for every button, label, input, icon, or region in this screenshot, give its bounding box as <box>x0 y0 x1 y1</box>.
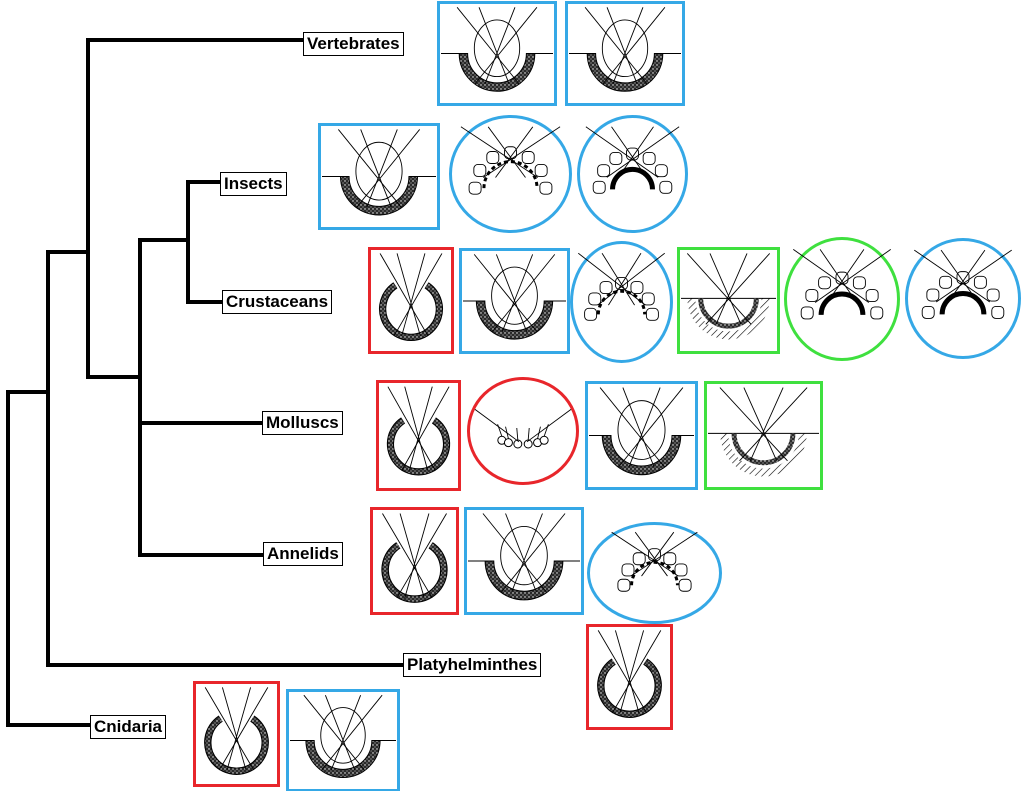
tree-branch <box>86 38 142 379</box>
eye-group-annelids <box>370 507 722 624</box>
eye-diagram-compound-superposition <box>577 115 688 233</box>
eye-group-platyhelminthes <box>586 624 673 730</box>
circle-frame <box>449 115 572 233</box>
circle-frame <box>587 522 722 624</box>
eye-group-molluscs <box>376 377 823 491</box>
eye-diagram-compound-superposition <box>784 237 900 361</box>
circle-frame <box>577 115 688 233</box>
eye-diagram-camera <box>318 123 440 230</box>
taxon-label-cnidaria: Cnidaria <box>90 715 167 739</box>
tree-branch <box>6 390 92 727</box>
taxon-label-vertebrates: Vertebrates <box>303 32 404 56</box>
eye-diagram-camera <box>437 1 557 106</box>
circle-frame <box>905 238 1021 359</box>
eye-diagram-compound-apposition <box>570 241 673 363</box>
eye-diagram-camera <box>585 381 698 490</box>
tree-branches <box>6 38 405 727</box>
eye-diagram-camera <box>286 689 400 791</box>
circle-frame <box>570 241 673 363</box>
eye-diagram-pit <box>586 624 673 730</box>
taxon-label-insects: Insects <box>220 172 287 196</box>
tree-branch <box>46 250 405 667</box>
eye-group-insects <box>318 115 688 233</box>
eye-diagram-pit <box>370 507 459 615</box>
eye-diagram-compound-apposition <box>587 522 722 624</box>
eye-diagram-camera <box>459 248 570 354</box>
eye-diagram-mirror <box>704 381 823 490</box>
eye-diagram-camera <box>565 1 685 106</box>
tree-branch <box>186 180 224 304</box>
eye-diagram-pit <box>368 247 454 354</box>
circle-frame <box>784 237 900 361</box>
circle-frame <box>467 377 579 485</box>
tree-branch <box>138 238 265 557</box>
taxon-label-crustaceans: Crustaceans <box>222 290 333 314</box>
eye-group-vertebrates <box>437 1 685 106</box>
taxon-label-annelids: Annelids <box>263 542 343 566</box>
eye-group-cnidaria <box>193 681 400 791</box>
eye-diagram-camera <box>464 507 584 615</box>
eye-diagram-pit <box>193 681 280 787</box>
eye-diagram-compound-superposition <box>905 238 1021 359</box>
eye-diagram-compound-apposition <box>449 115 572 233</box>
taxon-label-molluscs: Molluscs <box>262 411 343 435</box>
eye-group-crustaceans <box>368 237 1021 363</box>
eye-diagram-mirror <box>677 247 780 354</box>
eye-diagram-pit <box>376 380 461 491</box>
eye-diagram-convex <box>467 377 579 485</box>
taxon-label-platyhelminthes: Platyhelminthes <box>403 653 542 677</box>
